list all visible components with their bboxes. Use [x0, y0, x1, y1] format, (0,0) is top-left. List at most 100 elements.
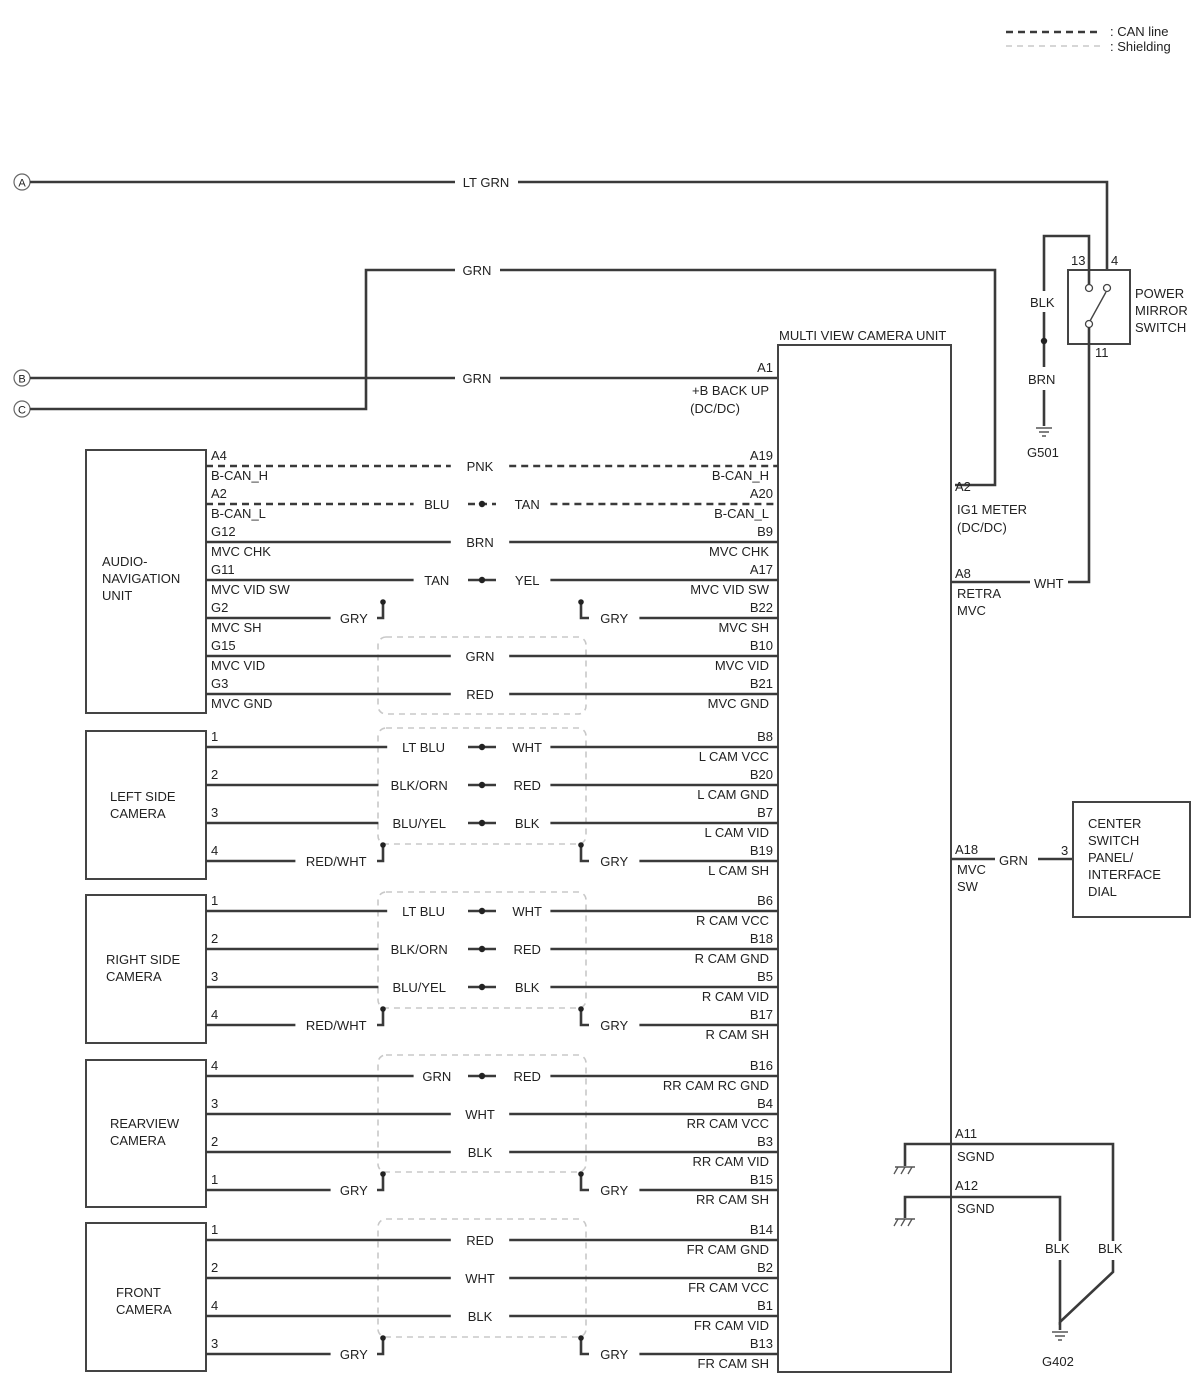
left-pin-label: 1 — [211, 1222, 218, 1237]
mirror-pin-4: 4 — [1111, 253, 1118, 268]
shield-tap — [578, 599, 584, 605]
shield-tap — [578, 1006, 584, 1012]
wire-c-right — [500, 268, 997, 487]
pin-a1: A1 — [757, 360, 773, 375]
wire-color-right: BLK — [515, 980, 540, 995]
left-pin-label: G2 — [211, 600, 228, 615]
ground-g402-icon — [1052, 1331, 1068, 1341]
left-signal-label: MVC VID SW — [211, 582, 290, 597]
shield-tap — [380, 1171, 386, 1177]
right-pin-label: B3 — [757, 1134, 773, 1149]
wire-color: RED — [466, 687, 493, 702]
wire-color-right: YEL — [515, 573, 540, 588]
svg-text:A: A — [18, 178, 26, 190]
wire-segment — [377, 845, 385, 863]
legend-shield-label: : Shielding — [1110, 39, 1171, 54]
pin-a8: A8 — [955, 566, 971, 581]
wire-color-left: GRY — [340, 611, 368, 626]
pin-a2: A2 — [955, 479, 971, 494]
svg-text:B: B — [18, 374, 25, 386]
shield-tap — [578, 1171, 584, 1177]
wire-segment — [579, 602, 589, 620]
mirror-label-1: POWER — [1135, 286, 1184, 301]
connector-a: A — [13, 173, 31, 191]
right-pin-label: B13 — [750, 1336, 773, 1351]
wire-color: BLK — [468, 1145, 493, 1160]
left-pin-label: 2 — [211, 931, 218, 946]
left-signal-label: MVC CHK — [211, 544, 271, 559]
right-pin-label: B21 — [750, 676, 773, 691]
right-signal-label: FR CAM VID — [694, 1318, 769, 1333]
left-pin-label: G12 — [211, 524, 236, 539]
pin-a8-label: RETRA — [957, 586, 1001, 601]
left-pin-label: 3 — [211, 969, 218, 984]
right-signal-label: R CAM VID — [702, 989, 769, 1004]
panel-label-4: INTERFACE — [1088, 867, 1161, 882]
pin-a18-label2: SW — [957, 879, 979, 894]
left-pin-label: 1 — [211, 893, 218, 908]
wire-color-right: RED — [513, 942, 540, 957]
chassis-ground-a11-icon — [893, 1166, 915, 1175]
wire-color-right: WHT — [512, 740, 542, 755]
wire-color-left: GRY — [340, 1347, 368, 1362]
left-pin-label: A4 — [211, 448, 227, 463]
left-pin-label: A2 — [211, 486, 227, 501]
right-signal-label: MVC GND — [708, 696, 769, 711]
right-signal-label: B-CAN_H — [712, 468, 769, 483]
wire-color-right: GRY — [600, 854, 628, 869]
right-pin-label: B4 — [757, 1096, 773, 1111]
left-pin-label: 3 — [211, 1096, 218, 1111]
wire-color-left: GRN — [422, 1069, 451, 1084]
wire-a18-color: GRN — [999, 853, 1028, 868]
left-pin-label: 1 — [211, 1172, 218, 1187]
right-signal-label: MVC VID — [715, 658, 769, 673]
left-side-camera — [85, 730, 207, 880]
wire-color: PNK — [467, 459, 494, 474]
left-pin-label: 2 — [211, 1260, 218, 1275]
right-pin-label: B22 — [750, 600, 773, 615]
mvcu-label: MULTI VIEW CAMERA UNIT — [779, 328, 946, 343]
right-signal-label: MVC VID SW — [690, 582, 769, 597]
right-signal-label: RR CAM VID — [692, 1154, 769, 1169]
splice-point — [478, 907, 486, 915]
svg-text:C: C — [18, 405, 26, 417]
wire-color-right: BLK — [515, 816, 540, 831]
right-pin-label: B8 — [757, 729, 773, 744]
wire-a8-color: WHT — [1034, 576, 1064, 591]
shield-tap — [380, 1335, 386, 1341]
right-pin-label: B7 — [757, 805, 773, 820]
panel-label-1: CENTER — [1088, 816, 1141, 831]
right-pin-label: B1 — [757, 1298, 773, 1313]
right-pin-label: B14 — [750, 1222, 773, 1237]
wire-segment — [579, 845, 589, 863]
wire-g402 — [1058, 1260, 1115, 1326]
left-signal-label: MVC GND — [211, 696, 272, 711]
left-pin-label: G11 — [211, 562, 235, 577]
wire-a-right — [518, 180, 1109, 283]
rearview-camera — [85, 1059, 207, 1208]
right-cam-label-1: RIGHT SIDE — [106, 952, 180, 967]
wire-segment — [579, 1338, 589, 1356]
right-pin-label: B6 — [757, 893, 773, 908]
right-side-camera — [85, 894, 207, 1044]
gnd-wire-blk-2: BLK — [1098, 1241, 1123, 1256]
pin-a1-label2: (DC/DC) — [690, 401, 740, 416]
wire-color-right: GRY — [600, 1183, 628, 1198]
right-signal-label: RR CAM RC GND — [663, 1078, 769, 1093]
wire-segment — [377, 1174, 385, 1192]
shield-tap — [380, 1006, 386, 1012]
wire-color: BLK — [468, 1309, 493, 1324]
pin-a11-label: SGND — [957, 1149, 995, 1164]
right-signal-label: R CAM SH — [705, 1027, 769, 1042]
left-pin-label: 2 — [211, 767, 218, 782]
wire-color-right: WHT — [512, 904, 542, 919]
splice-point — [478, 819, 486, 827]
pin-a18-label: MVC — [957, 862, 986, 877]
splice-point — [478, 1072, 486, 1080]
